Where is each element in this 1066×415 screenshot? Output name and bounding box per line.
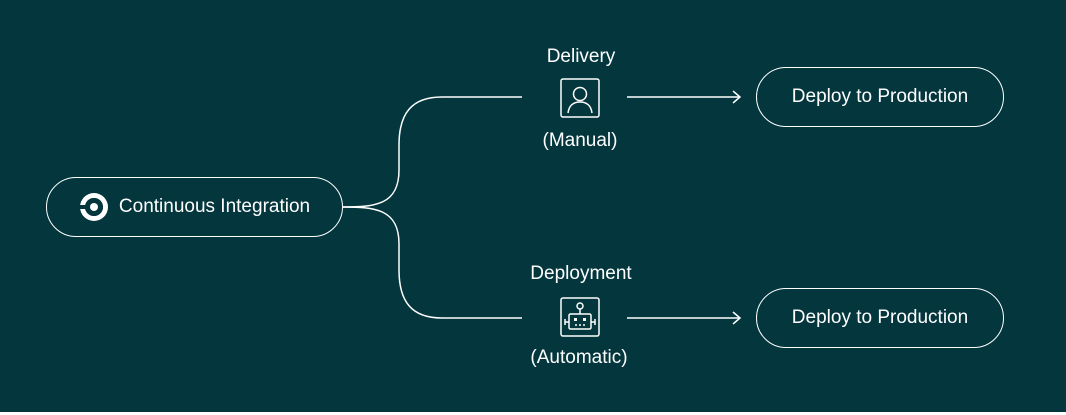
continuous-integration-label: Continuous Integration — [118, 196, 311, 217]
deploy-to-production-label: Deploy to Production — [791, 307, 969, 328]
arrow-head-deployment — [732, 311, 742, 325]
circleci-logo-icon — [78, 193, 108, 221]
bottom-divider — [0, 412, 1066, 415]
arrow-head-delivery — [732, 90, 742, 104]
deploy-to-production-label: Deploy to Production — [791, 86, 969, 107]
delivery-title: Delivery — [546, 46, 616, 67]
robot-icon — [560, 297, 600, 337]
continuous-integration-node: Continuous Integration — [46, 177, 343, 237]
deployment-subtitle: (Automatic) — [530, 347, 628, 368]
branch-connector-delivery — [342, 96, 522, 208]
deploy-to-production-node-manual: Deploy to Production — [756, 67, 1004, 127]
branch-connector-deployment — [342, 206, 522, 319]
person-icon — [560, 78, 600, 118]
delivery-subtitle: (Manual) — [542, 130, 618, 151]
deployment-title: Deployment — [530, 263, 632, 284]
deploy-to-production-node-automatic: Deploy to Production — [756, 288, 1004, 348]
